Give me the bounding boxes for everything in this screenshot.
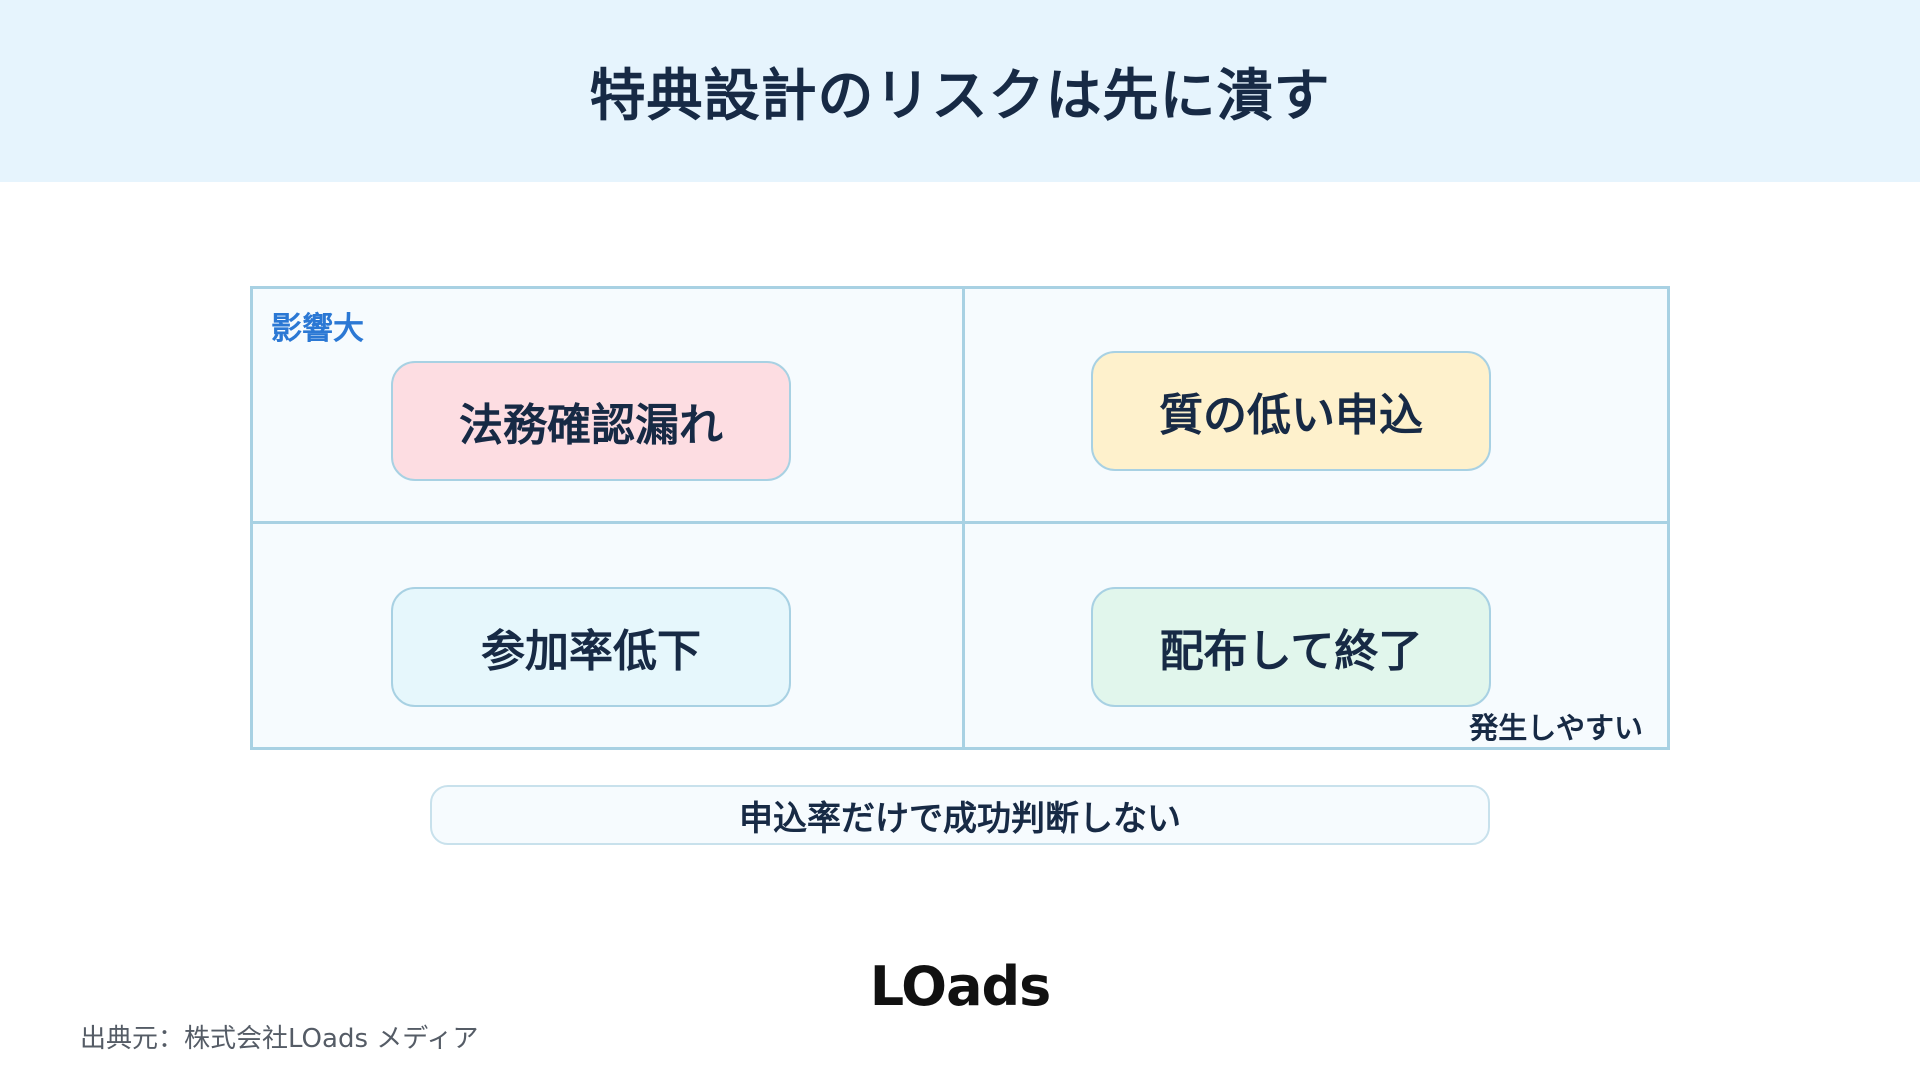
risk-box-low-quality-applications: 質の低い申込 <box>1091 351 1491 471</box>
risk-box-legal-check: 法務確認漏れ <box>391 361 791 481</box>
risk-box-participation-drop: 参加率低下 <box>391 587 791 707</box>
brand-logo: LOads <box>870 955 1052 1018</box>
axis-label-likelihood: 発生しやすい <box>1469 711 1643 745</box>
page-title: 特典設計のリスクは先に潰す <box>589 63 1331 129</box>
risk-box-distribute-and-end: 配布して終了 <box>1091 587 1491 707</box>
matrix-horizontal-divider <box>253 521 1667 524</box>
source-credit: 出典元：株式会社LOads メディア <box>80 1024 479 1054</box>
risk-matrix: 影響大 発生しやすい 法務確認漏れ 質の低い申込 参加率低下 配布して終了 <box>250 286 1670 750</box>
axis-label-impact: 影響大 <box>271 311 364 347</box>
header-band: 特典設計のリスクは先に潰す <box>0 0 1920 182</box>
takeaway-banner: 申込率だけで成功判断しない <box>430 785 1490 845</box>
logo-text: LOads <box>869 954 1052 1018</box>
matrix-vertical-divider <box>962 289 965 747</box>
